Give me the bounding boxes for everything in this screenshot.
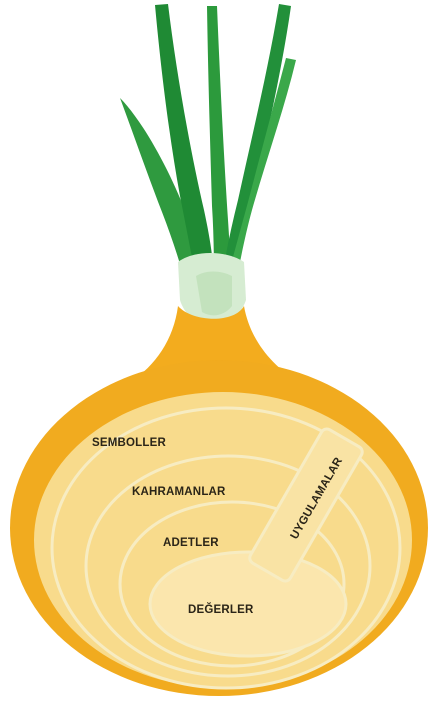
- label-heroes: KAHRAMANLAR: [132, 486, 226, 498]
- label-symbols: SEMBOLLER: [92, 437, 166, 449]
- onion-stalks: [120, 4, 296, 326]
- stalk-right: [220, 4, 291, 292]
- label-values: DEĞERLER: [188, 603, 254, 616]
- label-rituals: ADETLER: [163, 537, 219, 549]
